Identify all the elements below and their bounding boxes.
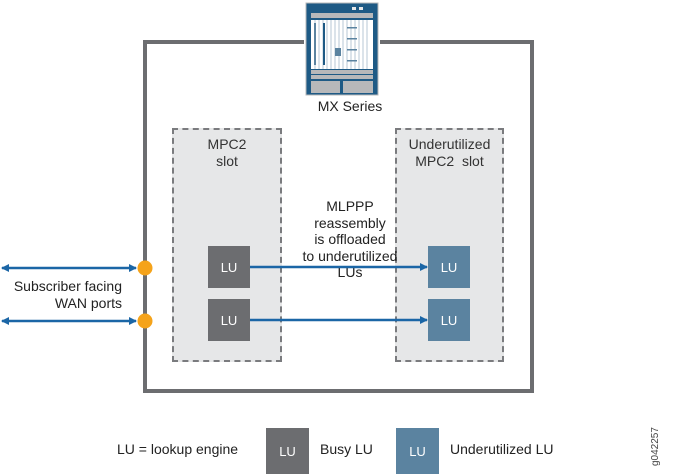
legend-label-busy: Busy LU [320,441,373,457]
chassis-label: MX Series [317,98,383,114]
slot-label-line: MPC2 slot [415,153,484,169]
slot-label: MPC2 slot [174,136,280,170]
legend-label-underutilized: Underutilized LU [450,441,554,457]
figure-id: g042257 [650,427,661,466]
annotation-line: to underutilized [302,247,398,264]
wan-port-2 [137,313,153,329]
annotation-line: is offloaded [314,231,386,247]
wan-port-1 [137,260,153,276]
legend-swatch-underutilized: LU [396,428,439,474]
router-chassis-icon [304,1,380,97]
busy-lu-2: LU [208,299,250,341]
annotation-line: MLPPP [326,198,374,214]
underutilized-lu-2: LU [428,299,470,341]
wan-ports-label: Subscriber facing WAN ports [2,278,122,312]
slot-label-line: Underutilized [408,136,491,152]
legend-definition: LU = lookup engine [117,441,239,457]
slot-label-line: slot [216,153,238,169]
underutilized-lu-1: LU [428,246,470,288]
busy-lu-1: LU [208,246,250,288]
underutilized-mpc2-slot: Underutilized MPC2 slot [395,128,504,362]
slot-label-line: MPC2 [207,136,247,152]
offload-annotation: MLPPP reassembly is offloaded to underut… [300,198,400,281]
wan-label-line: Subscriber facing [13,278,122,294]
wan-label-line: WAN ports [54,295,122,311]
legend-swatch-busy: LU [266,428,309,474]
slot-label: Underutilized MPC2 slot [397,136,502,170]
annotation-line: reassembly [314,214,386,231]
